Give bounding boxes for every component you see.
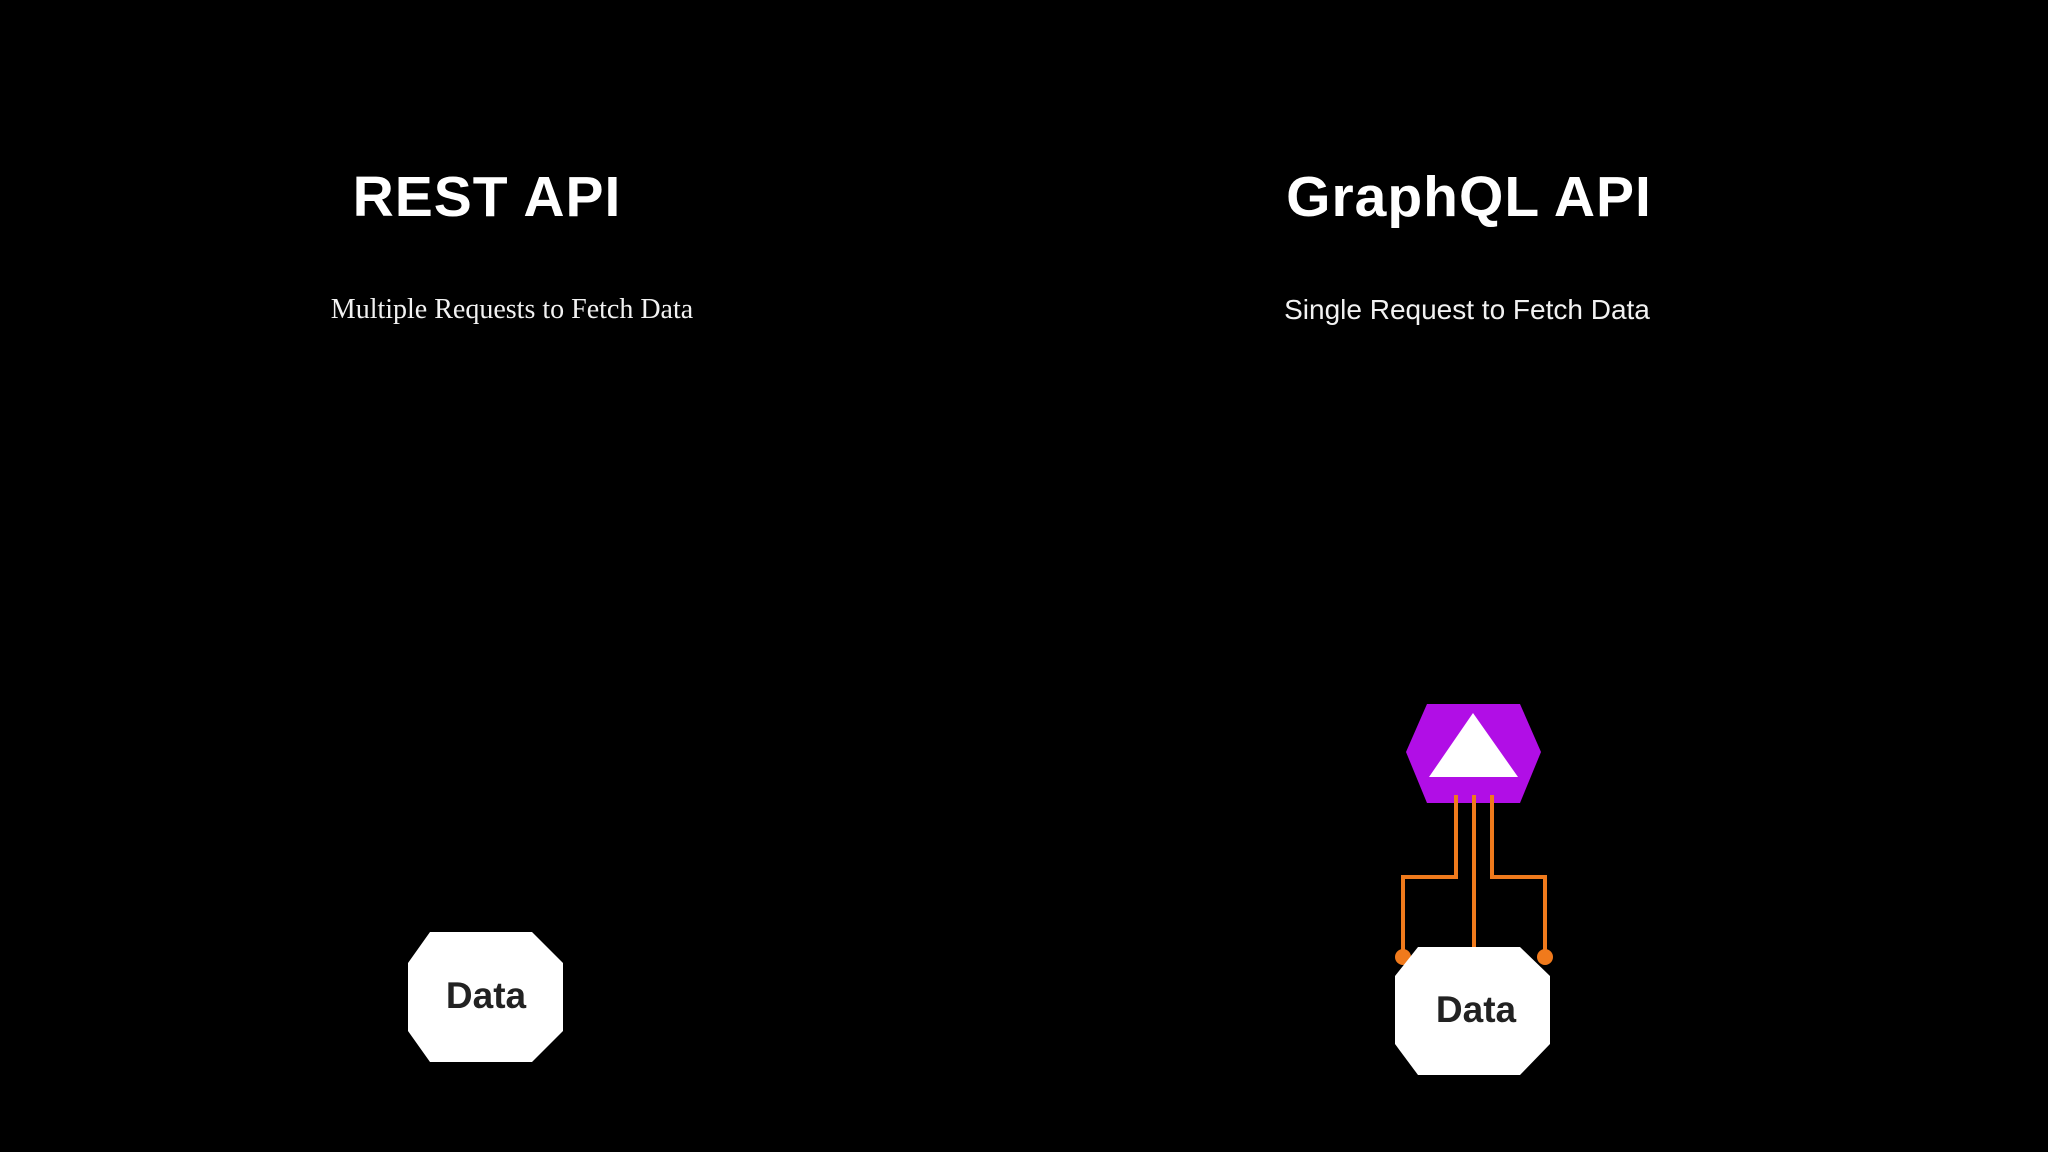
rest-data-label: Data <box>446 975 527 1016</box>
rest-api-subtitle: Multiple Requests to Fetch Data <box>330 294 694 325</box>
graphql-data-connectors <box>1395 795 1553 965</box>
rest-data-node: Data <box>408 932 563 1062</box>
graphql-api-title: GraphQL API <box>1286 165 1652 229</box>
graphql-request-arrow <box>1424 382 1462 635</box>
graphql-api-subtitle: Single Request to Fetch Data <box>1284 294 1650 325</box>
rest-response-arrow-2 <box>662 527 700 779</box>
graphql-logo-icon <box>1406 704 1541 803</box>
rest-api-title: REST API <box>352 165 622 229</box>
rest-request-arrow-2 <box>521 527 559 780</box>
rest-response-arrow-1 <box>369 527 407 779</box>
graphql-response-arrow <box>1479 382 1517 634</box>
graphql-data-label: Data <box>1436 989 1517 1030</box>
rest-request-arrow-1 <box>238 527 276 780</box>
graphql-data-node: Data <box>1395 947 1550 1075</box>
